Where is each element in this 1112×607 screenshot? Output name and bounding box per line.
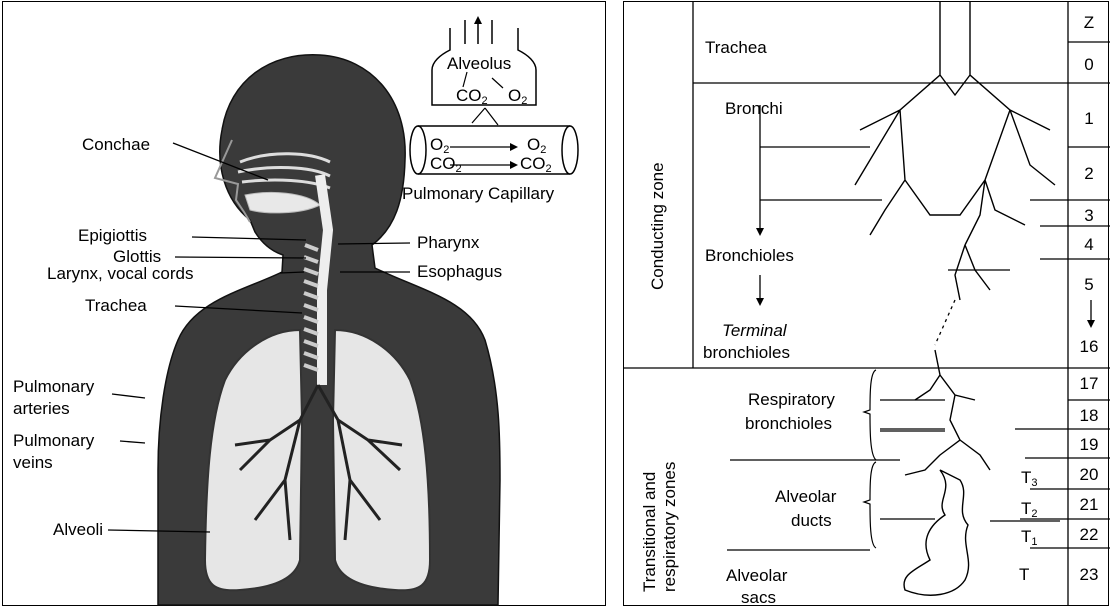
gen-2: 2 bbox=[1070, 165, 1108, 182]
label-r-terminal: Terminal bbox=[722, 322, 787, 339]
gen-21: 21 bbox=[1070, 496, 1108, 513]
gen-0: 0 bbox=[1070, 56, 1108, 73]
label-epiglottis: Epigiottis bbox=[78, 227, 147, 244]
label-r-alv-sacs-2: sacs bbox=[741, 589, 776, 606]
label-pulmonary-arteries: Pulmonary bbox=[13, 378, 94, 395]
label-t2: T2 bbox=[1021, 500, 1038, 520]
label-glottis: Glottis bbox=[113, 248, 161, 265]
label-r-alv-ducts-2: ducts bbox=[791, 512, 832, 529]
gen-22: 22 bbox=[1070, 526, 1108, 543]
gen-1: 1 bbox=[1070, 110, 1108, 127]
gen-5: 5 bbox=[1070, 276, 1108, 293]
capillary-end-left bbox=[410, 126, 426, 174]
label-r-terminal-2: bronchioles bbox=[703, 344, 790, 361]
label-co2-alveolus: CO2 bbox=[456, 87, 488, 107]
gen-23: 23 bbox=[1070, 566, 1108, 583]
label-r-alv-ducts: Alveolar bbox=[775, 488, 836, 505]
label-pulmonary-arteries-2: arteries bbox=[13, 400, 70, 417]
label-r-alv-sacs: Alveolar bbox=[726, 567, 787, 584]
label-o2-capillary-out: O2 bbox=[527, 136, 546, 156]
label-r-resp: Respiratory bbox=[748, 391, 835, 408]
label-pulmonary-veins-2: veins bbox=[13, 454, 53, 471]
label-t3: T3 bbox=[1021, 469, 1038, 489]
z-header: Z bbox=[1070, 14, 1108, 31]
label-conchae: Conchae bbox=[82, 136, 150, 153]
label-r-resp-2: bronchioles bbox=[745, 415, 832, 432]
capillary-end-right bbox=[562, 126, 578, 174]
label-alveoli: Alveoli bbox=[53, 521, 103, 538]
label-o2-capillary-in: O2 bbox=[430, 136, 449, 156]
gen-3: 3 bbox=[1070, 207, 1108, 224]
label-r-trachea: Trachea bbox=[705, 39, 767, 56]
label-esophagus: Esophagus bbox=[417, 263, 502, 280]
pharynx-tube bbox=[320, 175, 328, 385]
label-pulmonary-capillary: Pulmonary Capillary bbox=[402, 185, 554, 202]
label-r-bronchioles: Bronchioles bbox=[705, 247, 794, 264]
label-r-bronchi: Bronchi bbox=[725, 100, 783, 117]
label-o2-alveolus: O2 bbox=[508, 87, 527, 107]
label-larynx: Larynx, vocal cords bbox=[47, 265, 193, 282]
label-pharynx: Pharynx bbox=[417, 234, 479, 251]
label-pulmonary-veins: Pulmonary bbox=[13, 432, 94, 449]
label-co2-capillary-in: CO2 bbox=[430, 155, 462, 175]
gen-20: 20 bbox=[1070, 466, 1108, 483]
gen-4: 4 bbox=[1070, 236, 1108, 253]
gen-17: 17 bbox=[1070, 375, 1108, 392]
label-co2-capillary-out: CO2 bbox=[520, 155, 552, 175]
gen-16: 16 bbox=[1070, 338, 1108, 355]
label-alveolus: Alveolus bbox=[447, 55, 511, 72]
zone-conducting: Conducting zone bbox=[648, 162, 668, 290]
label-trachea: Trachea bbox=[85, 297, 147, 314]
gen-18: 18 bbox=[1070, 407, 1108, 424]
gen-19: 19 bbox=[1070, 436, 1108, 453]
label-t1: T1 bbox=[1021, 528, 1038, 548]
label-t: T bbox=[1019, 566, 1029, 583]
